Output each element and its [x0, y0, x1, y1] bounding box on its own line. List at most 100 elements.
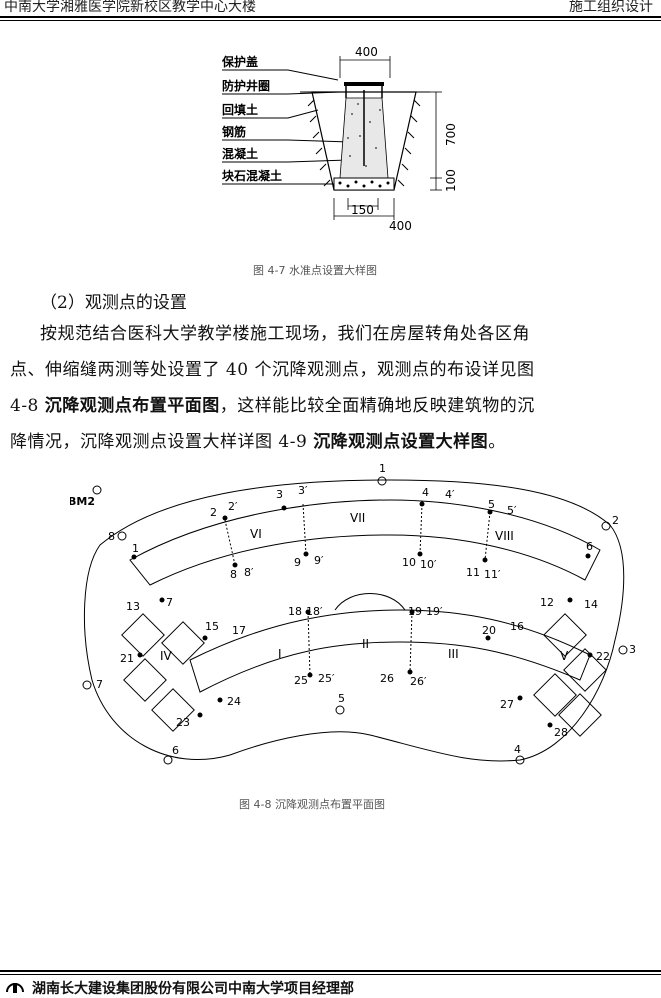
point-12: 12	[540, 596, 554, 609]
point-11p: 11′	[484, 568, 501, 581]
section-heading: （2）观测点的设置	[40, 293, 187, 313]
point-7: 7	[166, 596, 173, 609]
settlement-points-plan: VI VII VIII I II III IV V BM2 1 2 3 4 5 …	[70, 462, 636, 765]
benchmark-label: BM2	[70, 495, 95, 508]
para-line-4-tail: 。	[488, 432, 506, 452]
point-4p: 4′	[445, 488, 455, 501]
point-21: 21	[120, 652, 134, 665]
point-14: 14	[584, 598, 598, 611]
footer-rule	[0, 970, 661, 972]
point-9p: 9′	[314, 554, 324, 567]
outer-control-markers	[82, 476, 628, 765]
building-inner-edge	[189, 609, 591, 693]
observation-dots	[131, 501, 593, 728]
zone-ii: II	[362, 637, 369, 651]
point-2p: 2′	[228, 500, 238, 513]
para-line-4: 降情况，沉降观测点设置大样详图 4-9 沉降观测点设置大样图。	[10, 424, 650, 460]
expansion-joints	[224, 503, 491, 676]
dim-base: 100	[444, 169, 458, 192]
right-wing-blocks	[533, 613, 607, 737]
benchmark-detail-figure: 保护盖 防护井圈 回填土 钢筋 混凝土 块石混凝土	[221, 45, 458, 233]
label-rubble-concrete: 块石混凝土	[222, 168, 282, 183]
point-26: 26	[380, 672, 394, 685]
page-header: 中南大学湘雅医学院新校区教学中心大楼 施工组织设计	[0, 0, 661, 22]
point-11: 11	[466, 566, 480, 579]
central-dome	[334, 593, 406, 611]
point-8p: 8′	[244, 566, 254, 579]
outer-point-4: 4	[514, 743, 521, 756]
point-labels: 1 2 2′ 3 3′ 4 4′ 5 5′ 6 7 8 8′ 9 9′ 10 1…	[120, 484, 610, 739]
point-3p: 3′	[298, 484, 308, 497]
point-1: 1	[132, 542, 139, 555]
point-27: 27	[500, 698, 514, 711]
point-25: 25	[294, 674, 308, 687]
para-line-3: 4-8 沉降观测点布置平面图，这样能比较全面精确地反映建筑物的沉	[10, 388, 650, 424]
body-paragraph: 按规范结合医科大学教学楼施工现场，我们在房屋转角处各区角 点、伸缩缝两测等处设置…	[10, 316, 650, 460]
point-5p: 5′	[507, 504, 517, 517]
point-15: 15	[205, 620, 219, 633]
dim-height: 700	[444, 123, 458, 146]
point-8: 8	[230, 568, 237, 581]
point-10: 10	[402, 556, 416, 569]
point-20: 20	[482, 624, 496, 637]
point-18p: 18′	[306, 605, 323, 618]
para-line-3-tail: ，这样能比较全面精确地反映建筑物的沉	[219, 396, 535, 416]
para-line-4-head: 降情况，沉降观测点设置大样详图 4-9	[10, 432, 314, 452]
outer-survey-loop	[83, 479, 625, 762]
label-well-ring: 防护井圈	[222, 78, 270, 93]
fig-ref-title-2: 沉降观测点设置大样图	[313, 432, 489, 452]
rubble-base	[333, 177, 395, 191]
point-28: 28	[554, 726, 568, 739]
header-rule	[0, 16, 661, 18]
point-24: 24	[227, 695, 241, 708]
point-5: 5	[488, 498, 495, 511]
label-backfill: 回填土	[222, 102, 258, 117]
dim-inner: 150	[351, 203, 374, 217]
zone-iii: III	[448, 647, 459, 661]
point-17: 17	[232, 624, 246, 637]
label-rebar: 钢筋	[222, 124, 246, 139]
point-19p: 19′	[426, 605, 443, 618]
backfill-hatching	[307, 99, 421, 187]
point-9: 9	[294, 556, 301, 569]
point-3: 3	[276, 488, 283, 501]
label-concrete: 混凝土	[222, 146, 258, 161]
outer-point-1: 1	[379, 462, 386, 475]
rubble-pattern	[338, 180, 390, 188]
footer-company-name: 湖南长大建设集团股份有限公司中南大学项目经理部	[32, 981, 354, 997]
point-4: 4	[422, 486, 429, 499]
zone-i: I	[278, 647, 282, 661]
fig-ref-title: 沉降观测点布置平面图	[44, 396, 220, 416]
left-wing-blocks	[121, 613, 205, 732]
header-project-title: 中南大学湘雅医学院新校区教学中心大楼	[4, 0, 256, 15]
header-rule-thin	[0, 20, 661, 21]
point-16: 16	[510, 620, 524, 633]
point-10p: 10′	[420, 558, 437, 571]
outer-point-3: 3	[629, 643, 636, 656]
figure1-caption: 图 4-7 水准点设置大样图	[253, 264, 377, 277]
para-line-2: 点、伸缩缝两测等处设置了 40 个沉降观测点，观测点的布设详见图	[10, 360, 535, 380]
zone-v: V	[560, 649, 569, 663]
figure2-caption: 图 4-8 沉降观测点布置平面图	[239, 798, 385, 811]
dim-bottom: 400	[389, 219, 412, 233]
point-25p: 25′	[318, 672, 335, 685]
zone-iv: IV	[160, 649, 173, 663]
concrete-speckle	[347, 103, 381, 167]
zone-vi: VI	[250, 527, 262, 541]
point-23: 23	[176, 716, 190, 729]
point-13: 13	[126, 600, 140, 613]
point-26p: 26′	[410, 675, 427, 688]
point-6: 6	[586, 540, 593, 553]
zone-vii: VII	[350, 511, 365, 525]
benchmark-marker	[92, 485, 102, 495]
label-cover: 保护盖	[221, 54, 258, 69]
company-logo-icon	[6, 983, 24, 993]
outer-point-5: 5	[338, 692, 345, 705]
outer-point-2: 2	[612, 514, 619, 527]
point-19: 19	[408, 605, 422, 618]
zone-viii: VIII	[495, 529, 514, 543]
point-18: 18	[288, 605, 302, 618]
outer-point-6: 6	[172, 744, 179, 757]
footer-rule-thin	[0, 974, 661, 975]
fig-ref-number: 4-8	[10, 396, 45, 416]
